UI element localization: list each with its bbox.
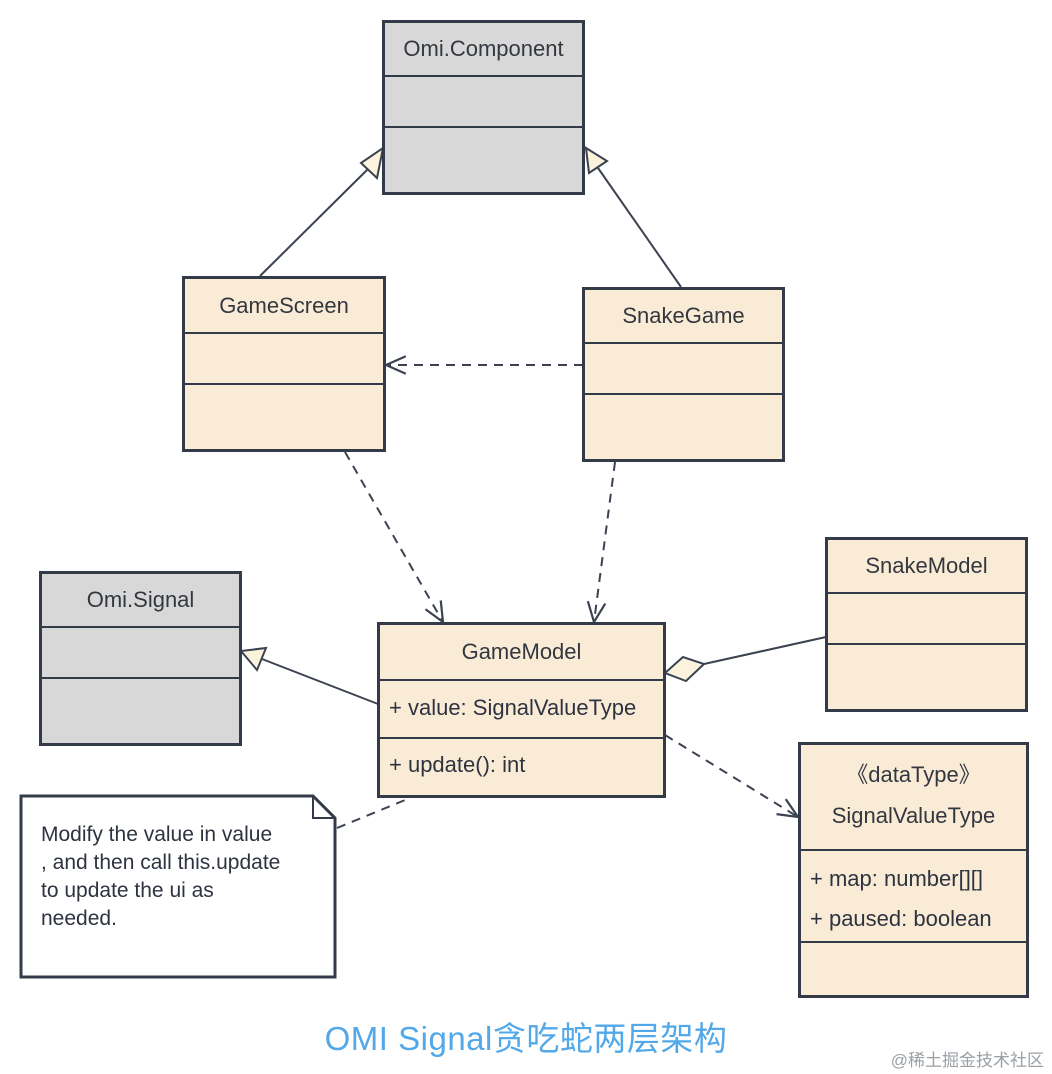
operations-compartment — [585, 395, 782, 459]
attributes-compartment: + value: SignalValueType — [380, 681, 663, 739]
attributes-compartment — [385, 77, 582, 128]
class-snake-model: SnakeModel — [825, 537, 1028, 712]
operations-compartment — [801, 943, 1026, 995]
class-name: GameScreen — [185, 279, 383, 334]
attributes-compartment — [42, 628, 239, 679]
note-shape — [19, 794, 337, 979]
operations-compartment: + update(): int — [380, 739, 663, 795]
dependency-gamescreen-to-gamemodel — [344, 451, 443, 622]
class-omi-component: Omi.Component — [382, 20, 585, 195]
attribute-value: + value: SignalValueType — [389, 695, 637, 720]
attributes-compartment — [585, 344, 782, 395]
operations-compartment — [385, 128, 582, 192]
class-game-model: GameModel + value: SignalValueType + upd… — [377, 622, 666, 798]
class-name: Omi.Signal — [42, 574, 239, 628]
operations-compartment — [42, 679, 239, 743]
stereotype-label: 《dataType》 — [846, 762, 981, 787]
attribute-paused: + paused: boolean — [810, 906, 992, 931]
dependency-snakegame-to-gamemodel — [594, 461, 616, 622]
watermark: @稀土掘金技术社区 — [890, 1051, 1044, 1070]
class-name: SnakeGame — [585, 290, 782, 344]
generalization-gamescreen-to-component — [259, 145, 385, 277]
operations-compartment — [828, 645, 1025, 709]
class-name: Omi.Component — [385, 23, 582, 77]
class-omi-signal: Omi.Signal — [39, 571, 242, 746]
note-text: Modify the value in value , and then cal… — [41, 823, 281, 930]
class-game-screen: GameScreen — [182, 276, 386, 452]
aggregation-gamemodel-snakemodel — [663, 636, 827, 683]
class-name: SnakeModel — [828, 540, 1025, 594]
note: Modify the value in value , and then cal… — [19, 794, 337, 979]
dependency-gamemodel-to-signalvaluetype — [664, 734, 798, 817]
name-compartment: 《dataType》 SignalValueType — [801, 745, 1026, 851]
class-name: GameModel — [380, 625, 663, 681]
class-name: SignalValueType — [831, 803, 996, 828]
operation-update: + update(): int — [389, 752, 526, 777]
operations-compartment — [185, 385, 383, 449]
attributes-compartment — [828, 594, 1025, 645]
attribute-map: + map: number[][] — [810, 866, 984, 891]
attributes-compartment: + map: number[][] + paused: boolean — [801, 851, 1026, 943]
attributes-compartment — [185, 334, 383, 385]
diagram-caption: OMI Signal贪吃蛇两层架构 — [324, 1020, 728, 1057]
class-snake-game: SnakeGame — [582, 287, 785, 462]
generalization-gamemodel-to-signal — [239, 646, 379, 705]
note-anchor-line — [336, 797, 411, 829]
generalization-snakegame-to-component — [584, 146, 682, 288]
class-signal-value-type: 《dataType》 SignalValueType + map: number… — [798, 742, 1029, 998]
